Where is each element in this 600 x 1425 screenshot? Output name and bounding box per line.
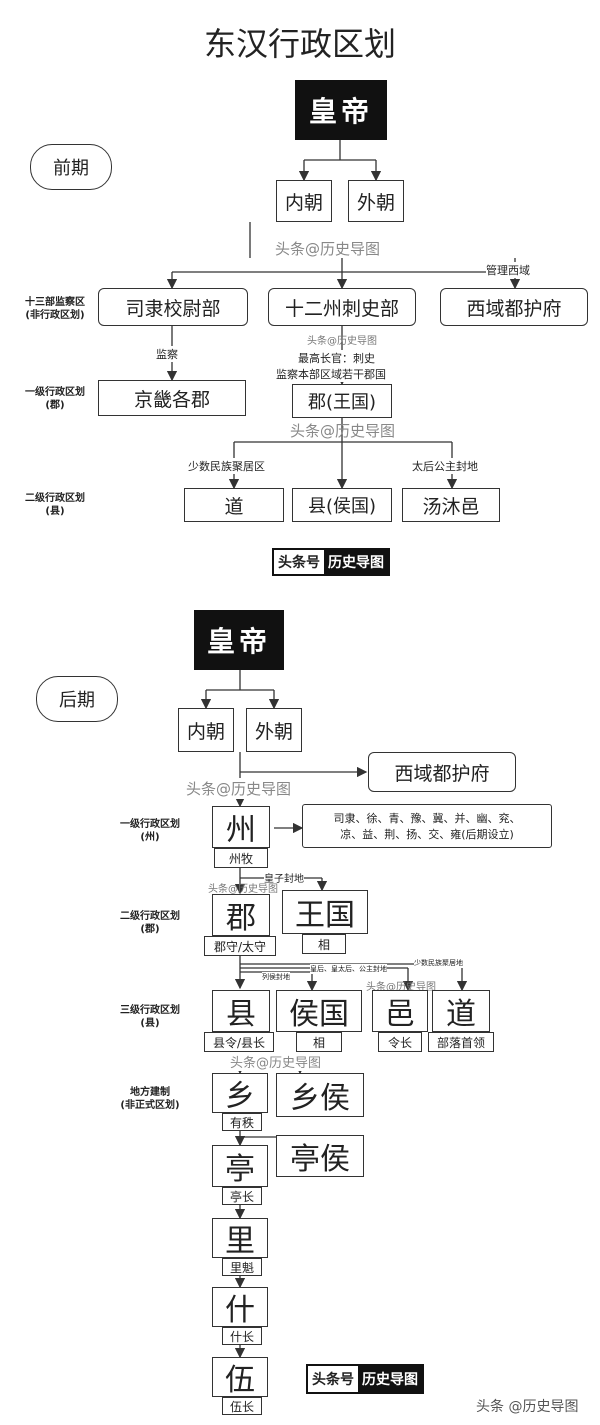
minority-note: 少数民族聚居区	[188, 458, 265, 474]
level-label-text: 一级行政区划 (州)	[120, 819, 180, 843]
level-label-text: 一级行政区划 (郡)	[25, 387, 85, 411]
emperor-late: 皇帝	[194, 610, 284, 670]
xiyu-node-late: 西域都护府	[368, 752, 516, 792]
supervise-note: 监察	[156, 346, 178, 362]
dao-node-late: 道	[432, 990, 490, 1032]
tangmu-node: 汤沐邑	[402, 488, 500, 522]
shi-node: 什	[212, 1287, 268, 1328]
brand-text-b: 历史导图	[324, 550, 388, 574]
ting-node: 亭	[212, 1145, 268, 1187]
brand-text-b: 历史导图	[358, 1366, 422, 1392]
zhou-list: 司隶、徐、青、豫、冀、并、幽、兖、 凉、益、荆、扬、交、雍(后期设立)	[302, 804, 552, 848]
watermark-small: 头条@历史导图	[366, 982, 436, 993]
level-label-text: 三级行政区划 (县)	[120, 1005, 180, 1029]
level-label: 十三部监察区 (非行政区划)	[12, 296, 98, 322]
tingzhang-label: 亭长	[222, 1187, 262, 1205]
inner-court-late: 内朝	[178, 708, 234, 752]
level-label-text: 二级行政区划 (郡)	[120, 911, 180, 935]
chief-note-2: 监察本部区域若干郡国	[276, 366, 386, 382]
wangguo-node: 王国	[282, 890, 368, 934]
huanghou-note: 皇后、皇太后、公主封地	[310, 964, 387, 974]
empress-note: 太后公主封地	[412, 458, 478, 474]
jun-node: 郡	[212, 894, 270, 936]
zhou-list-line-1: 司隶、徐、青、豫、冀、并、幽、兖、	[333, 812, 521, 825]
prince-land-note: 皇子封地	[264, 870, 304, 885]
watermark: 头条@历史导图	[186, 778, 292, 799]
level-label-text: 十三部监察区 (非行政区划)	[25, 297, 85, 321]
zhou-list-line-2: 凉、益、荆、扬、交、雍(后期设立)	[340, 828, 514, 841]
shizhang-label: 什长	[222, 1327, 262, 1345]
shaoshu-note: 少数民族聚居地	[414, 958, 463, 968]
yi-node: 邑	[372, 990, 428, 1032]
junshou-label: 郡守/太守	[204, 936, 276, 956]
wangguo-xiang-label: 相	[302, 934, 346, 954]
level-label-text: 二级行政区划 (县)	[25, 493, 85, 517]
likui-label: 里魁	[222, 1258, 262, 1276]
inner-court-early: 内朝	[276, 180, 332, 222]
level-label: 二级行政区划 (县)	[12, 492, 98, 518]
level-label-text: 地方建制 (非正式区划)	[120, 1087, 180, 1111]
watermark: 头条@历史导图	[290, 422, 396, 440]
xianling-label: 县令/县长	[204, 1032, 274, 1052]
xian-houguo-node: 县(侯国)	[292, 488, 392, 522]
period-late: 后期	[36, 676, 118, 722]
xiang-village-node: 乡	[212, 1073, 268, 1114]
watermark: 头条@历史导图	[230, 1052, 322, 1071]
level-label: 地方建制 (非正式区划)	[110, 1086, 190, 1112]
brand-text-a: 头条号	[312, 1372, 354, 1388]
tinghou-node: 亭侯	[276, 1135, 364, 1177]
outer-court-late: 外朝	[246, 708, 302, 752]
watermark-small: 头条@历史导图	[307, 336, 377, 347]
footer-watermark: 头条 @历史导图	[476, 1399, 579, 1415]
li-node: 里	[212, 1218, 268, 1259]
brand-text-a: 头条号	[278, 555, 320, 571]
buluo-label: 部落首领	[428, 1032, 494, 1052]
twelve-zhou-node: 十二州刺史部	[268, 288, 416, 326]
houguo-xiang-label: 相	[296, 1032, 342, 1052]
brand-logo-early: 头条号 历史导图	[272, 548, 390, 576]
level-label: 一级行政区划 (州)	[110, 818, 190, 844]
houguo-node: 侯国	[276, 990, 362, 1032]
jun-wangguo-node: 郡(王国)	[292, 384, 392, 418]
wu-node: 伍	[212, 1357, 268, 1398]
sili-node: 司隶校尉部	[98, 288, 248, 326]
outer-court-early: 外朝	[348, 180, 404, 222]
xiyu-node-early: 西域都护府	[440, 288, 588, 326]
zhoumu-label: 州牧	[214, 848, 268, 868]
youzhi-label: 有秩	[222, 1113, 262, 1131]
xianghou-node: 乡侯	[276, 1073, 364, 1117]
liehou-note: 列侯封地	[262, 972, 290, 982]
watermark-small: 头条@历史导图	[208, 884, 278, 895]
level-label: 三级行政区划 (县)	[110, 1004, 190, 1030]
jingji-node: 京畿各郡	[98, 380, 246, 416]
level-label: 一级行政区划 (郡)	[12, 386, 98, 412]
wuzhang-label: 伍长	[222, 1397, 262, 1415]
zhou-node: 州	[212, 806, 270, 848]
period-early: 前期	[30, 144, 112, 190]
brand-logo-late: 头条号 历史导图	[306, 1364, 424, 1394]
manage-west-note: 管理西域	[486, 262, 530, 278]
level-label: 二级行政区划 (郡)	[110, 910, 190, 936]
emperor-early: 皇帝	[295, 80, 387, 140]
lingzhang-label: 令长	[378, 1032, 422, 1052]
dao-node-early: 道	[184, 488, 284, 522]
page-title: 东汉行政区划	[203, 25, 396, 63]
chief-note-1: 最高长官：刺史	[298, 350, 375, 366]
watermark: 头条@历史导图	[275, 240, 381, 258]
xian-node: 县	[212, 990, 270, 1032]
